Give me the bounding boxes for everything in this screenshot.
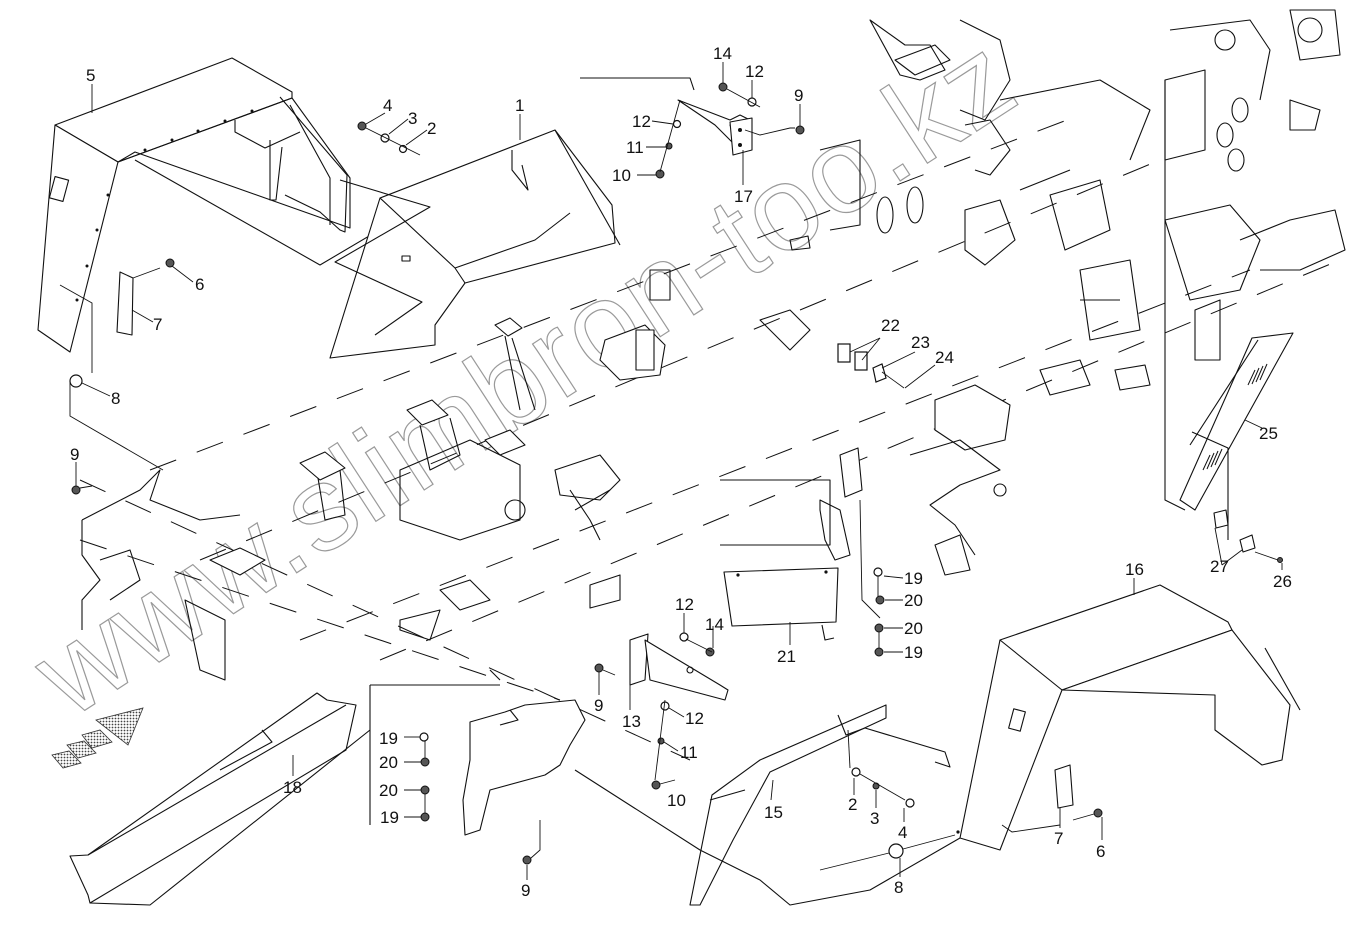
callout-3: 3 (408, 109, 417, 128)
callout-20: 20 (379, 753, 398, 772)
callout-18: 18 (283, 778, 302, 797)
callout-12: 12 (632, 112, 651, 131)
callout-1: 1 (515, 96, 524, 115)
callout-24: 24 (935, 348, 954, 367)
left-fender-support-bracket (580, 77, 753, 156)
callout-21: 21 (777, 647, 796, 666)
callout-labels: 5 1 4 3 2 6 7 8 9 14 12 9 12 11 10 17 22… (70, 44, 1292, 900)
callout-15: 15 (764, 803, 783, 822)
center-cover-plate (723, 567, 839, 641)
callout-13: 13 (622, 712, 641, 731)
callout-19: 19 (904, 643, 923, 662)
callout-23: 23 (911, 333, 930, 352)
callout-8: 8 (111, 389, 120, 408)
callout-14: 14 (713, 44, 732, 63)
callout-12: 12 (675, 595, 694, 614)
right-fender (956, 584, 1301, 851)
callout-19: 19 (380, 808, 399, 827)
callout-5: 5 (86, 66, 95, 85)
callout-12: 12 (745, 62, 764, 81)
left-lower-side-panel (69, 692, 371, 906)
callout-20: 20 (904, 591, 923, 610)
callout-9: 9 (521, 881, 530, 900)
callout-4: 4 (383, 96, 392, 115)
callout-10: 10 (667, 791, 686, 810)
callout-10: 10 (612, 166, 631, 185)
chassis-frame (79, 114, 1341, 761)
callout-27: 27 (1210, 557, 1229, 576)
callout-7: 7 (153, 315, 162, 334)
upper-side-panel (329, 129, 621, 359)
grommet-assembly (837, 343, 905, 389)
callout-2: 2 (427, 119, 436, 138)
callout-4: 4 (898, 823, 907, 842)
callout-11: 11 (680, 743, 698, 762)
left-fender (37, 57, 431, 353)
rear-guard-panel (1179, 332, 1294, 553)
main-frame-rear (819, 9, 1346, 511)
callout-9: 9 (70, 445, 79, 464)
callout-2: 2 (848, 795, 857, 814)
callout-6: 6 (1096, 842, 1105, 861)
callout-20: 20 (379, 781, 398, 800)
callout-12: 12 (685, 709, 704, 728)
callout-19: 19 (379, 729, 398, 748)
callout-7: 7 (1054, 829, 1063, 848)
callout-16: 16 (1125, 560, 1144, 579)
front-arrow-icon (51, 707, 144, 769)
right-lower-side-panel (689, 704, 951, 906)
callout-22: 22 (881, 316, 900, 335)
callout-20: 20 (904, 619, 923, 638)
callout-19: 19 (904, 569, 923, 588)
callout-9: 9 (594, 696, 603, 715)
callout-6: 6 (195, 275, 204, 294)
callout-8: 8 (894, 878, 903, 897)
callout-14: 14 (705, 615, 724, 634)
lower-center-bracket (369, 669, 961, 906)
callout-3: 3 (870, 809, 879, 828)
callout-25: 25 (1259, 424, 1278, 443)
callout-11: 11 (626, 138, 644, 157)
right-fender-support-bracket (629, 633, 729, 701)
callout-17: 17 (734, 187, 753, 206)
callout-leaders (75, 62, 1283, 880)
callout-26: 26 (1273, 572, 1292, 591)
hardware (59, 82, 1283, 871)
callout-9: 9 (794, 86, 803, 105)
